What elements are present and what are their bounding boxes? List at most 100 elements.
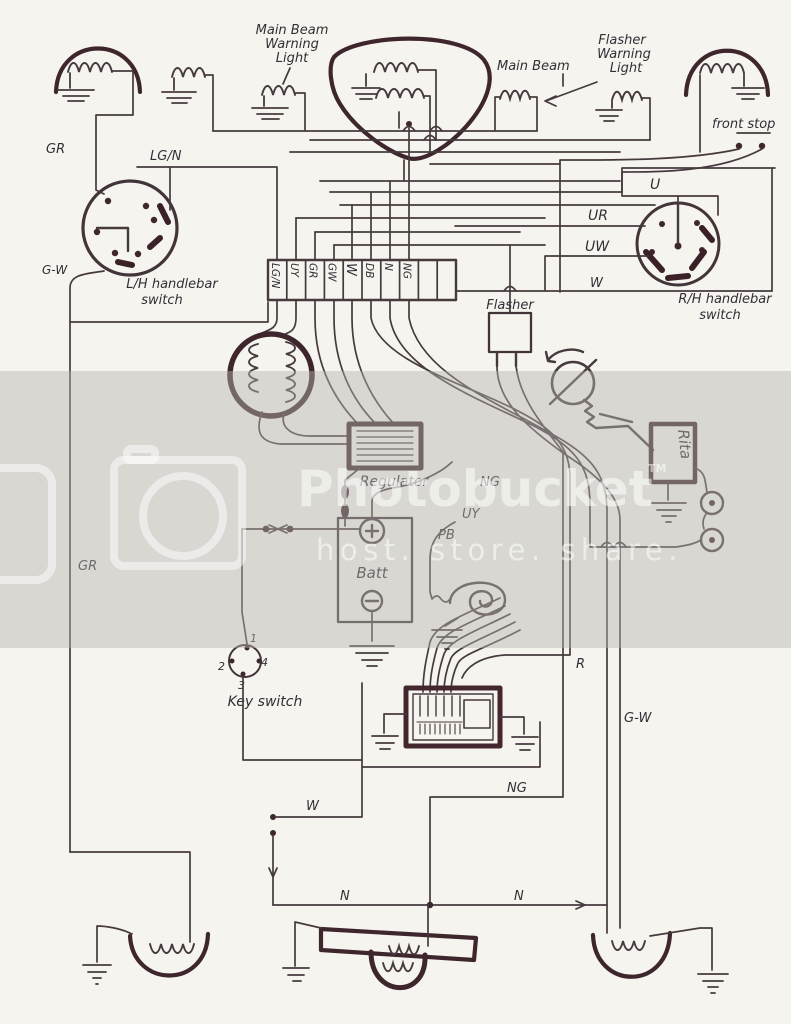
flasher-warning-light-text-2: Warning: [597, 47, 651, 62]
w-right-label: W: [590, 276, 604, 291]
headlamp-pin: [406, 121, 412, 127]
camera-icon: [110, 445, 246, 570]
ground-icon: [351, 73, 381, 100]
connector-bead: [341, 504, 349, 518]
rectifier-block: [361, 597, 541, 768]
lh-switch-text-2: switch: [141, 293, 183, 308]
watermark-tagline: host. store. share.: [316, 533, 683, 567]
main-beam-text: Main Beam: [497, 59, 570, 74]
ground-icon: [349, 645, 395, 667]
flasher-text: Flasher: [486, 298, 535, 313]
coil-terminal: [699, 490, 725, 516]
n-right-label: N: [514, 889, 524, 904]
strip-cell-label: N: [382, 263, 394, 271]
flasher-unit: Flasher: [486, 298, 535, 368]
n-left-label: N: [340, 889, 350, 904]
watermark-band: [0, 371, 791, 648]
ground-icon: [82, 964, 112, 985]
rear-brake-switch: W: [268, 766, 363, 906]
flasher-warning-lamp: [494, 81, 598, 132]
wire-mesh: [212, 125, 656, 548]
connector-strip: LG/N UY GR GW W DB N NG: [253, 258, 458, 425]
horn: [429, 521, 507, 650]
strip-cell-label: GW: [325, 263, 337, 282]
front-right-flasher-lamp: [683, 48, 771, 153]
battery-text: Batt: [356, 564, 388, 582]
lh-switch-text-1: L/H handlebar: [126, 277, 219, 292]
main-beam-warning-light-text-2: Warning: [265, 37, 319, 52]
flasher-warning-light-label: Flasher Warning Light: [597, 33, 651, 76]
ground-icon: [371, 735, 399, 750]
front-stop-switch: front stop: [559, 117, 775, 293]
headlamp-shell: [328, 36, 492, 182]
main-beam-warning-light-text-3: Light: [276, 51, 309, 66]
regulator: Regulator: [341, 421, 430, 527]
ground-icon: [697, 973, 729, 994]
front-left-flasher-lamp: [53, 46, 143, 195]
flasher-warning-light-text-1: Flasher: [598, 33, 647, 48]
gr-top-label: GR: [46, 142, 65, 157]
main-beam-warning-lamp: [251, 85, 306, 132]
watermark: Photobucket TM host. store. share.: [0, 371, 791, 648]
watermark-brand: Photobucket: [297, 460, 653, 518]
ground-icon: [595, 100, 623, 122]
key-pin-1: 1: [250, 632, 257, 645]
rear-left-flasher-lamp: [69, 851, 211, 985]
rh-handlebar-switch: R/H handlebar switch: [635, 201, 773, 323]
ground-icon: [251, 95, 289, 120]
pilot-lamp: [161, 67, 214, 132]
rita-ignition-unit: Rita: [648, 421, 725, 553]
main-beam-warning-light-label: Main Beam Warning Light: [256, 23, 329, 85]
main-harness-runs: NG UY PB R G-W NG GR: [69, 299, 702, 934]
u-label: U: [650, 177, 660, 193]
battery-positive-terminal: [358, 517, 386, 545]
ground-icon: [161, 77, 197, 104]
key-pin-2: 2: [218, 660, 225, 673]
watermark-tm: TM: [648, 462, 666, 475]
strip-cell-label: W: [343, 263, 358, 277]
strip-cell-label: DB: [363, 263, 375, 278]
ground-icon: [282, 967, 310, 982]
warning-lamp-b: [595, 90, 651, 141]
rita-text: Rita: [674, 429, 695, 460]
rh-switch-text-2: switch: [699, 308, 741, 323]
rear-right-flasher-lamp: [590, 927, 729, 994]
ground-icon: [651, 502, 687, 523]
lgn-label: LG/N: [150, 149, 182, 164]
strip-cell-label: UY: [288, 263, 300, 279]
rh-switch-text-1: R/H handlebar: [678, 292, 773, 307]
right-wire-labels: U UR UW W: [454, 167, 776, 301]
uy-center-label: UY: [462, 507, 481, 522]
r-label: R: [576, 657, 585, 672]
battery: Batt: [336, 461, 453, 667]
ng-lower-label: NG: [507, 781, 527, 796]
front-stop-text: front stop: [712, 117, 775, 132]
connector-bead: [341, 485, 349, 499]
ng-center-label: NG: [480, 475, 500, 490]
gw-right-label: G-W: [624, 711, 653, 726]
regulator-text: Regulator: [360, 474, 430, 490]
key-pin-3: 3: [238, 679, 245, 692]
lh-handlebar-switch: GR LG/N G-W L/H handlebar switch: [42, 142, 278, 853]
ground-icon: [431, 629, 463, 650]
main-beam-warning-light-text-1: Main Beam: [256, 23, 329, 38]
strip-cell-label: LG/N: [269, 263, 281, 289]
bottom-earth-run: N N: [272, 889, 608, 910]
pointer-arrow: [544, 81, 598, 107]
uw-label: UW: [585, 239, 610, 255]
contact-dot: [758, 142, 766, 150]
gr-left-label: GR: [78, 559, 97, 574]
key-pin-4: 4: [261, 656, 268, 669]
w-lower-label: W: [306, 799, 320, 814]
alternator: [227, 331, 350, 445]
ignition-timing-rotor: [544, 348, 655, 452]
strip-cell-label: GR: [307, 263, 319, 278]
coil-terminal: [699, 527, 725, 553]
key-switch-text: Key switch: [228, 694, 303, 710]
watermark-bracket-icon: [0, 464, 56, 584]
contact-dot: [735, 142, 743, 150]
key-switch: 1 2 3 4 Key switch: [218, 632, 363, 761]
rotation-arrow: [544, 348, 585, 364]
strip-cell-label: NG: [401, 263, 413, 279]
gw-top-label: G-W: [42, 263, 68, 277]
